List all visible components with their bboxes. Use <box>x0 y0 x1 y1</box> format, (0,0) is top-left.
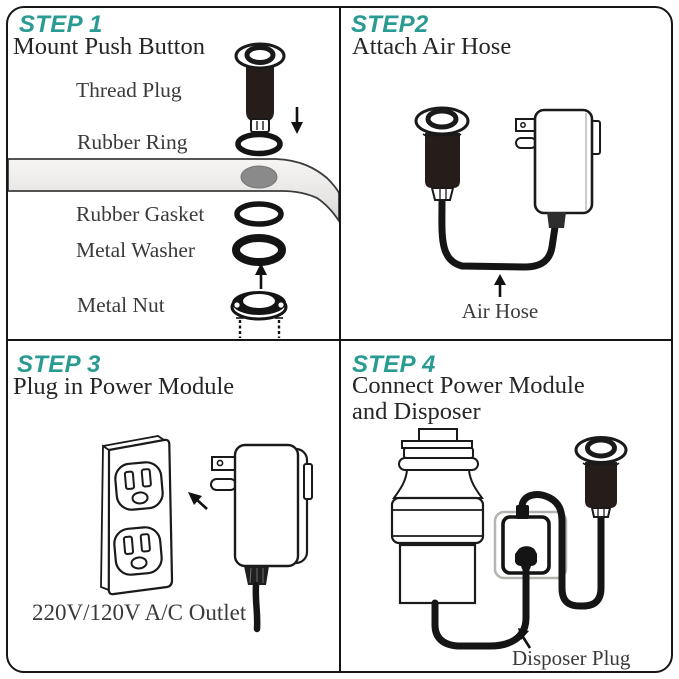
step-3-title: Plug in Power Module <box>13 373 235 400</box>
step-3-panel: STEP 3 Plug in Power Module 220V/120V A/… <box>0 340 340 679</box>
step-4-title-line1: Connect Power Module <box>352 372 585 399</box>
step-2-panel: STEP2 Attach Air Hose Air Hose <box>340 0 679 339</box>
rubber-ring <box>235 131 283 157</box>
outlet-caption: 220V/120V A/C Outlet <box>32 600 247 625</box>
step-2-title: Attach Air Hose <box>352 33 512 60</box>
step-1-panel: STEP 1 Mount Push Button Thread Plug Rub… <box>0 0 340 339</box>
step-3-illustration <box>100 435 313 633</box>
wall-outlet <box>100 435 174 596</box>
power-adapter <box>515 108 601 228</box>
disposer-plug <box>515 546 537 569</box>
metal-nut <box>230 291 288 338</box>
thread-plug-button <box>234 42 286 133</box>
metal-nut-label: Metal Nut <box>77 293 165 317</box>
step-4-heading: STEP 4 <box>352 351 436 378</box>
receptacle-lower <box>113 526 163 576</box>
rubber-gasket-label: Rubber Gasket <box>76 202 205 226</box>
step-3-heading: STEP 3 <box>17 351 101 378</box>
air-hose-caption: Air Hose <box>461 299 539 323</box>
module-top-plug <box>516 505 529 519</box>
step-4-panel: STEP 4 Connect Power Module and Disposer… <box>340 340 679 679</box>
air-hose <box>438 196 559 271</box>
cursor-arrow-icon <box>188 492 208 510</box>
step-1-title: Mount Push Button <box>13 33 205 60</box>
receptacle-upper <box>114 461 164 511</box>
step-4-title-line2: and Disposer <box>352 398 481 425</box>
step-1-illustration <box>7 42 340 338</box>
cursor-arrow-icon <box>518 628 532 649</box>
step-4-illustration <box>390 428 628 650</box>
horizontal-divider <box>7 338 672 341</box>
garbage-disposer <box>390 428 485 605</box>
push-button <box>414 106 470 201</box>
up-arrow-icon <box>494 274 506 297</box>
countertop <box>7 158 340 224</box>
step-1-heading: STEP 1 <box>19 11 103 38</box>
strain-relief <box>244 566 269 585</box>
push-button <box>574 436 628 518</box>
thread-plug-label: Thread Plug <box>76 78 182 102</box>
rubber-ring-label: Rubber Ring <box>77 130 188 154</box>
down-arrow-icon <box>291 107 303 134</box>
up-arrow-icon <box>255 263 267 289</box>
disposer-plug-caption: Disposer Plug <box>512 646 631 670</box>
power-cord <box>252 581 261 633</box>
step-2-illustration <box>414 106 601 297</box>
metal-washer-label: Metal Washer <box>76 238 196 262</box>
metal-washer <box>232 234 286 266</box>
hose-barrel <box>547 212 566 228</box>
module-button-cable <box>518 491 605 610</box>
power-adapter <box>210 443 313 633</box>
rubber-gasket <box>234 201 284 227</box>
step-2-heading: STEP2 <box>351 11 429 38</box>
counter-hole <box>240 165 278 189</box>
